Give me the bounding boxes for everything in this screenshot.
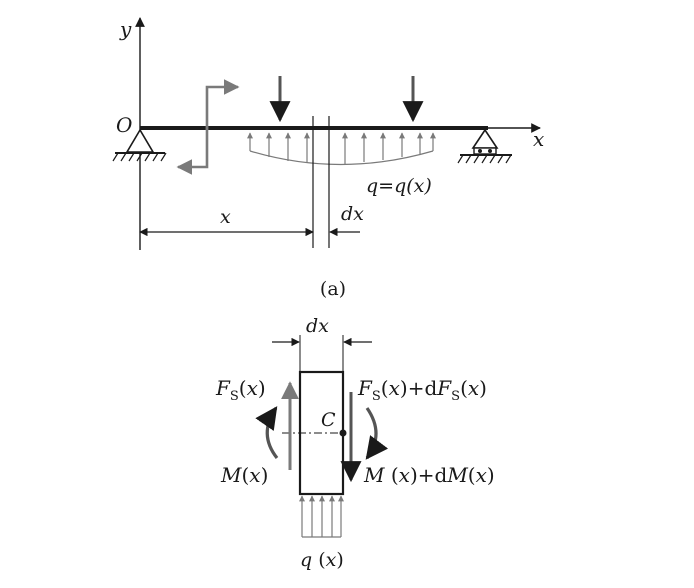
element-load-label: q (x) bbox=[300, 549, 344, 571]
shear-left-label: FS(x) bbox=[215, 376, 266, 404]
moment-arc-left bbox=[255, 406, 279, 459]
element-dim-label: dx bbox=[306, 315, 329, 337]
x-axis-label: x bbox=[533, 127, 544, 151]
caption-a: (a) bbox=[320, 278, 346, 300]
dim-dx-label: dx bbox=[341, 203, 364, 225]
moment-arc-right bbox=[365, 407, 389, 460]
center-point bbox=[339, 429, 347, 437]
roller-support-right bbox=[457, 128, 512, 164]
distributed-load bbox=[247, 132, 436, 166]
pin-support-left bbox=[112, 128, 167, 162]
moment-right-label: M (x)+dM(x) bbox=[363, 463, 495, 487]
section-cut bbox=[176, 79, 240, 175]
origin-label: O bbox=[116, 113, 132, 137]
moment-left-label: M(x) bbox=[220, 463, 268, 487]
dim-x-label: x bbox=[220, 206, 231, 228]
shear-right-label: FS(x)+dFS(x) bbox=[357, 376, 487, 404]
y-axis-label: y bbox=[119, 17, 132, 41]
figure-a: y x O bbox=[112, 17, 544, 300]
load-label: q=q(x) bbox=[366, 175, 432, 197]
element-distributed-load bbox=[299, 495, 344, 538]
figure-b: dx C FS(x) FS(x)+dFS(x) M(x) M (x)+dM(x)… bbox=[215, 315, 495, 571]
center-label: C bbox=[321, 409, 336, 431]
